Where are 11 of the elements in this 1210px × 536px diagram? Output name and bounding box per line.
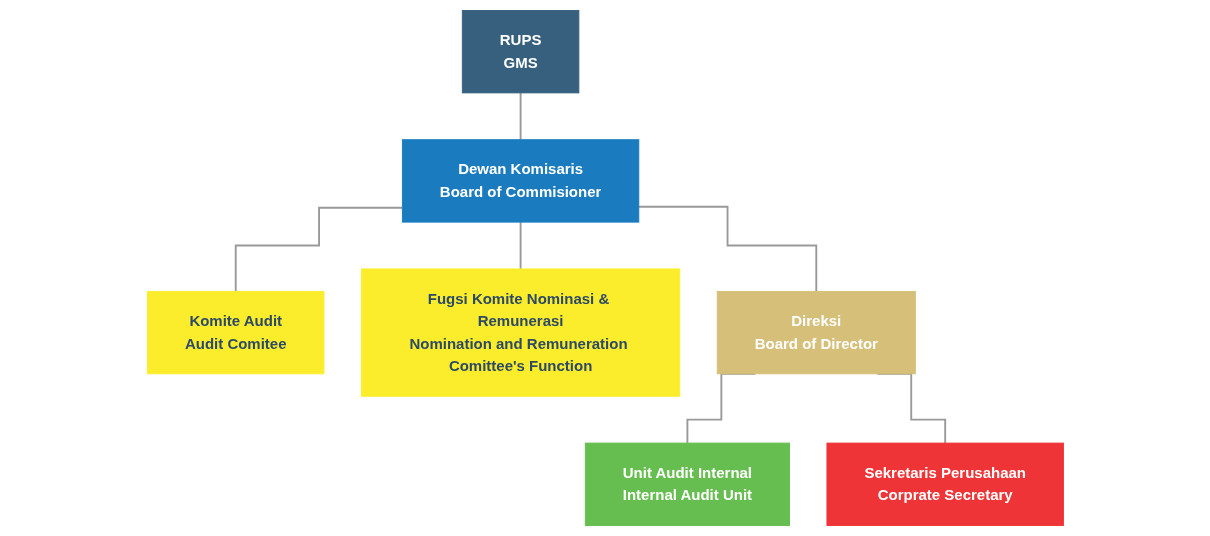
connector <box>637 205 817 293</box>
node-box: Fugsi Komite Nominasi & Remunerasi Nomination and Remuneration Comittee's Function <box>360 268 680 397</box>
node-box: Unit Audit Internal Internal Audit Unit <box>584 442 790 526</box>
node-box: Dewan Komisaris Board of Commisioner <box>401 139 639 223</box>
connector <box>519 221 522 270</box>
node-box: Sekretaris Perusahaan Corprate Secretary <box>826 442 1064 526</box>
node-box: Komite Audit Audit Comitee <box>146 290 324 375</box>
connector <box>234 206 403 293</box>
node-box: Direksi Board of Director <box>716 290 916 375</box>
connector <box>519 91 522 141</box>
node-box: RUPS GMS <box>461 10 579 94</box>
